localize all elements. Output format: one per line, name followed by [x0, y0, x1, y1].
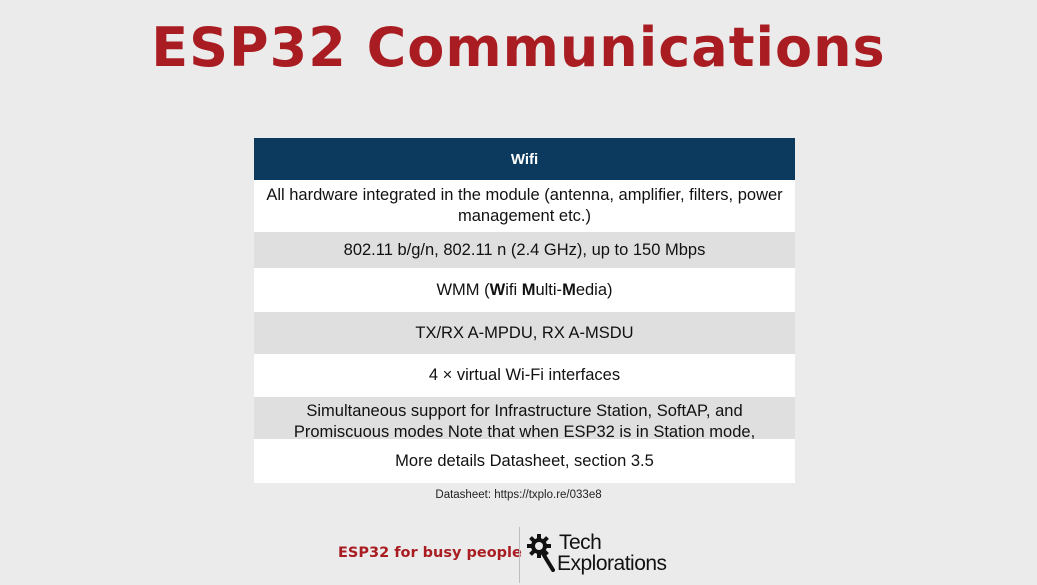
footer-divider	[519, 527, 520, 583]
gear-bulb-icon	[527, 534, 555, 572]
table-row: 4 × virtual Wi-Fi interfaces	[254, 354, 795, 397]
row-text-virtual-interfaces: 4 × virtual Wi-Fi interfaces	[428, 366, 621, 384]
row-text-modes: Simultaneous support for Infrastructure …	[293, 402, 756, 439]
table-row: All hardware integrated in the module (a…	[254, 180, 795, 232]
table-row: 802.11 b/g/n, 802.11 n (2.4 GHz), up to …	[254, 232, 795, 268]
logo-wordmark: Tech Explorations	[557, 532, 667, 574]
table-header: Wifi	[254, 138, 795, 180]
wifi-feature-table: Wifi All hardware integrated in the modu…	[254, 138, 795, 483]
row-text-more-details: More details Datasheet, section 3.5	[395, 451, 654, 470]
source-note: Datasheet: https://txplo.re/033e8	[435, 489, 602, 501]
logo-line-explorations: Explorations	[557, 552, 667, 575]
logo-line-tech: Tech	[559, 531, 602, 554]
row-text-wmm: WMM (Wifi Multi-Media)	[436, 280, 613, 299]
table-row: More details Datasheet, section 3.5	[254, 439, 795, 483]
footer-tagline: ESP32 for busy people	[338, 545, 522, 561]
tech-explorations-logo: Tech Explorations	[527, 531, 667, 575]
row-text-aggregation: TX/RX A-MPDU, RX A-MSDU	[415, 323, 634, 342]
table-row: TX/RX A-MPDU, RX A-MSDU	[254, 312, 795, 354]
table-row: Simultaneous support for Infrastructure …	[254, 397, 795, 439]
page-title: ESP32 Communications	[151, 16, 886, 79]
table-row: WMM (Wifi Multi-Media)	[254, 268, 795, 312]
row-text-standards: 802.11 b/g/n, 802.11 n (2.4 GHz), up to …	[343, 240, 706, 259]
row-text-hardware: All hardware integrated in the module (a…	[266, 186, 783, 225]
